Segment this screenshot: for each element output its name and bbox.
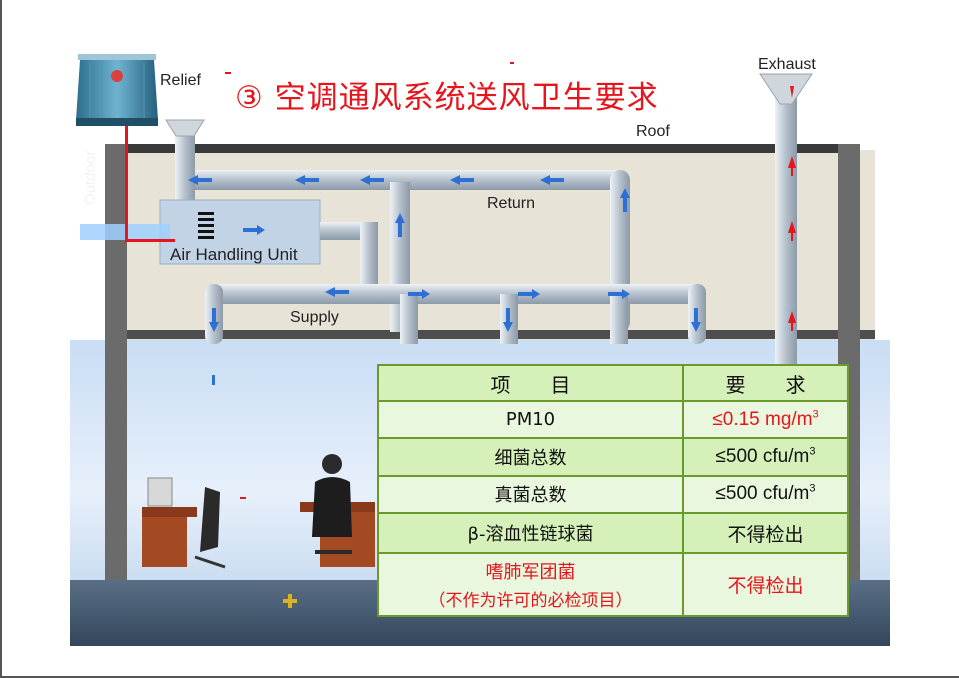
outdoor-label: Outdoor [82, 150, 99, 205]
air-handling-unit [159, 199, 321, 265]
item-cell: PM10 [377, 399, 684, 440]
cooling-tower-icon [76, 54, 158, 126]
ahu-label: Air Handling Unit [170, 245, 298, 264]
unit-exponent: 3 [812, 408, 819, 421]
requirement-cell: ≤500 cfu/m3 [682, 437, 849, 477]
requirement-text: ≤0.15 mg/m [712, 408, 813, 430]
supply-label: Supply [290, 309, 339, 326]
requirement-cell: ≤500 cfu/m3 [682, 474, 849, 515]
ceiling-beam [105, 330, 875, 339]
requirement-text: 不得检出 [727, 524, 804, 546]
item-text: 细菌总数 [494, 448, 567, 470]
item-cell: β-溶血性链球菌 [377, 512, 684, 555]
roof-beam [105, 144, 860, 153]
header-item: 项 目 [377, 364, 684, 402]
roof-label: Roof [636, 123, 670, 140]
return-duct [175, 170, 625, 190]
floor-marker-icon [283, 594, 297, 608]
table-row: PM10 ≤0.15 mg/m3 [377, 399, 849, 440]
requirement-text: ≤500 cfu/m [715, 483, 810, 505]
requirement-cell: ≤0.15 mg/m3 [682, 399, 849, 440]
cooling-pipe [125, 112, 128, 242]
requirement-cell: 不得检出 [682, 512, 849, 555]
header-requirement: 要 求 [682, 364, 849, 402]
requirement-text: 不得检出 [727, 576, 804, 598]
unit-exponent: 3 [809, 445, 816, 458]
requirement-cell: 不得检出 [682, 552, 849, 617]
supply-duct [205, 284, 705, 304]
item-cell: 嗜肺军团菌 （不作为许可的必检项目） [377, 552, 684, 617]
item-cell: 真菌总数 [377, 474, 684, 515]
table-row: 真菌总数 ≤500 cfu/m3 [377, 474, 849, 515]
item-text: β-溶血性链球菌 [467, 524, 594, 546]
item-text: 真菌总数 [494, 485, 567, 507]
relief-hood [165, 119, 205, 137]
exhaust-label: Exhaust [758, 56, 816, 73]
office-desk-right [300, 454, 375, 567]
frame-bottom-border [0, 676, 959, 678]
item-text: 嗜肺军团菌 [485, 562, 576, 584]
item-note: （不作为许可的必检项目） [428, 591, 633, 612]
relief-label: Relief [160, 72, 201, 89]
item-cell: 细菌总数 [377, 437, 684, 477]
table-row: 细菌总数 ≤500 cfu/m3 [377, 437, 849, 477]
item-text: PM10 [505, 409, 556, 431]
table-row: β-溶血性链球菌 不得检出 [377, 512, 849, 555]
table-row: 嗜肺军团菌 （不作为许可的必检项目） 不得检出 [377, 552, 849, 617]
left-wall [105, 144, 127, 580]
return-label: Return [487, 195, 536, 212]
unit-exponent: 3 [809, 483, 816, 496]
requirement-text: ≤500 cfu/m [715, 446, 810, 468]
office-desk-left [142, 477, 226, 569]
page-title: ③ 空调通风系统送风卫生要求 [235, 80, 659, 116]
frame-left-border [0, 0, 2, 678]
exhaust-hood [759, 73, 813, 105]
